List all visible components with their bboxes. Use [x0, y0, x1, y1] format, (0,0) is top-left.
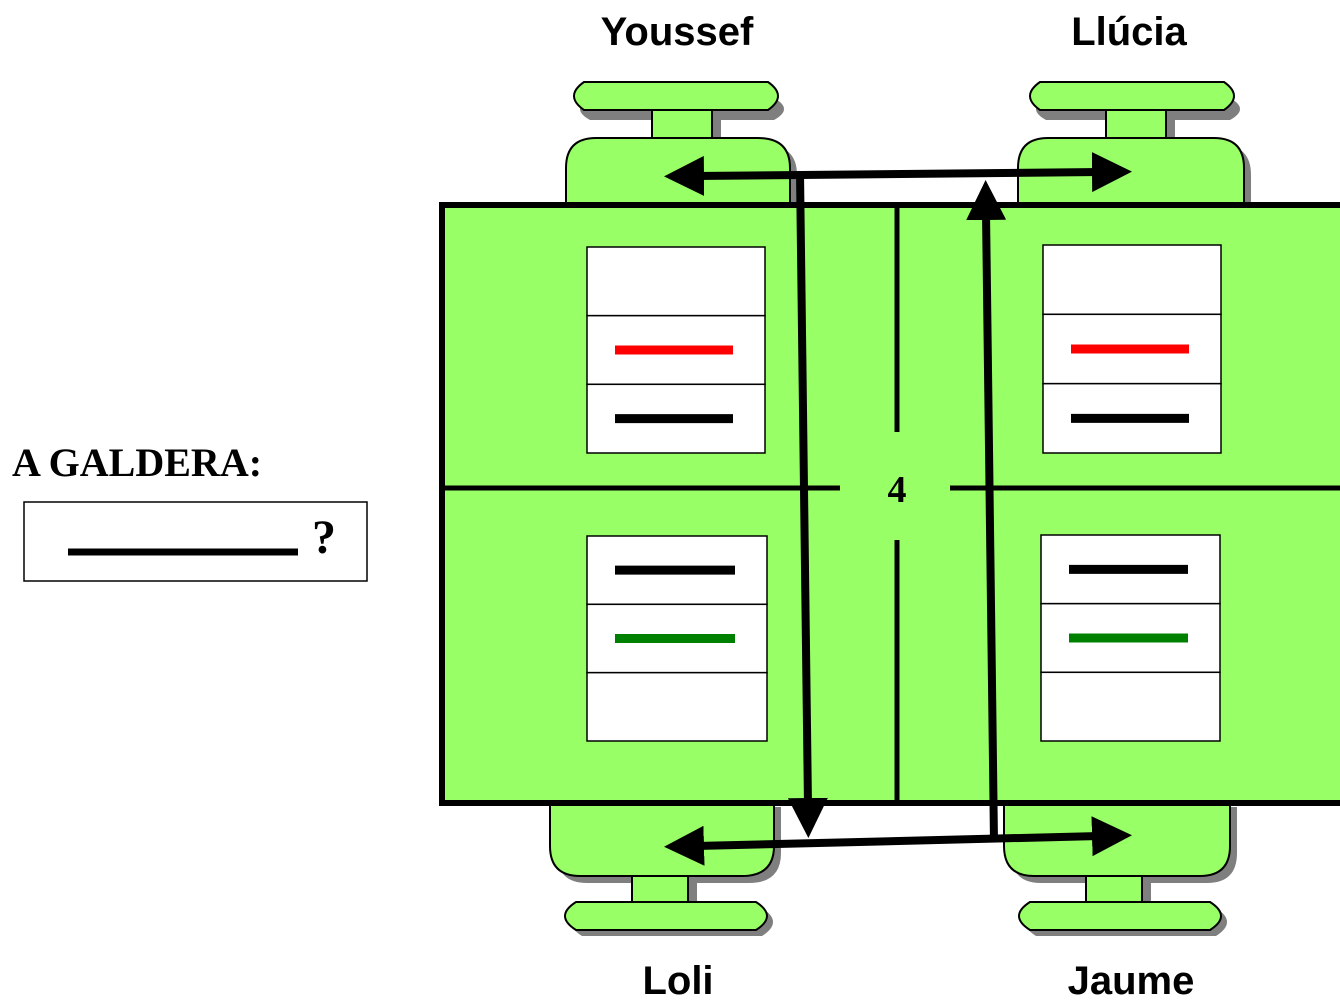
arrow-right-up [966, 180, 1007, 843]
galdera-title: A GALDERA: [12, 440, 262, 485]
arrow-left-down [787, 171, 828, 838]
tray-top-right [1042, 244, 1222, 454]
student-name-bottom-right: Jaume [1068, 959, 1195, 1002]
student-name-top-right: Llúcia [1071, 10, 1187, 54]
tray-top-left [586, 246, 766, 454]
arrow-top [664, 152, 1132, 196]
trays [586, 244, 1222, 742]
galdera-question-mark: ? [312, 511, 336, 564]
tray-cell [1042, 244, 1222, 316]
chair-bottom-left [549, 799, 781, 936]
chair-top-left [565, 81, 797, 219]
arrow-bottom [664, 816, 1132, 866]
tray-cell [1040, 671, 1221, 742]
rotation-arrows [664, 152, 1132, 866]
student-name-top-left: Youssef [601, 10, 754, 54]
tray-bottom-right [1040, 534, 1221, 742]
table-number: 4 [888, 469, 907, 511]
chair-top-right [1017, 81, 1251, 219]
galdera-box [23, 501, 368, 582]
tray-cell [586, 671, 768, 742]
tray-cell [586, 246, 766, 317]
chair-bottom-right [1003, 799, 1237, 936]
tray-bottom-left [586, 535, 768, 742]
student-name-bottom-left: Loli [642, 959, 713, 1002]
